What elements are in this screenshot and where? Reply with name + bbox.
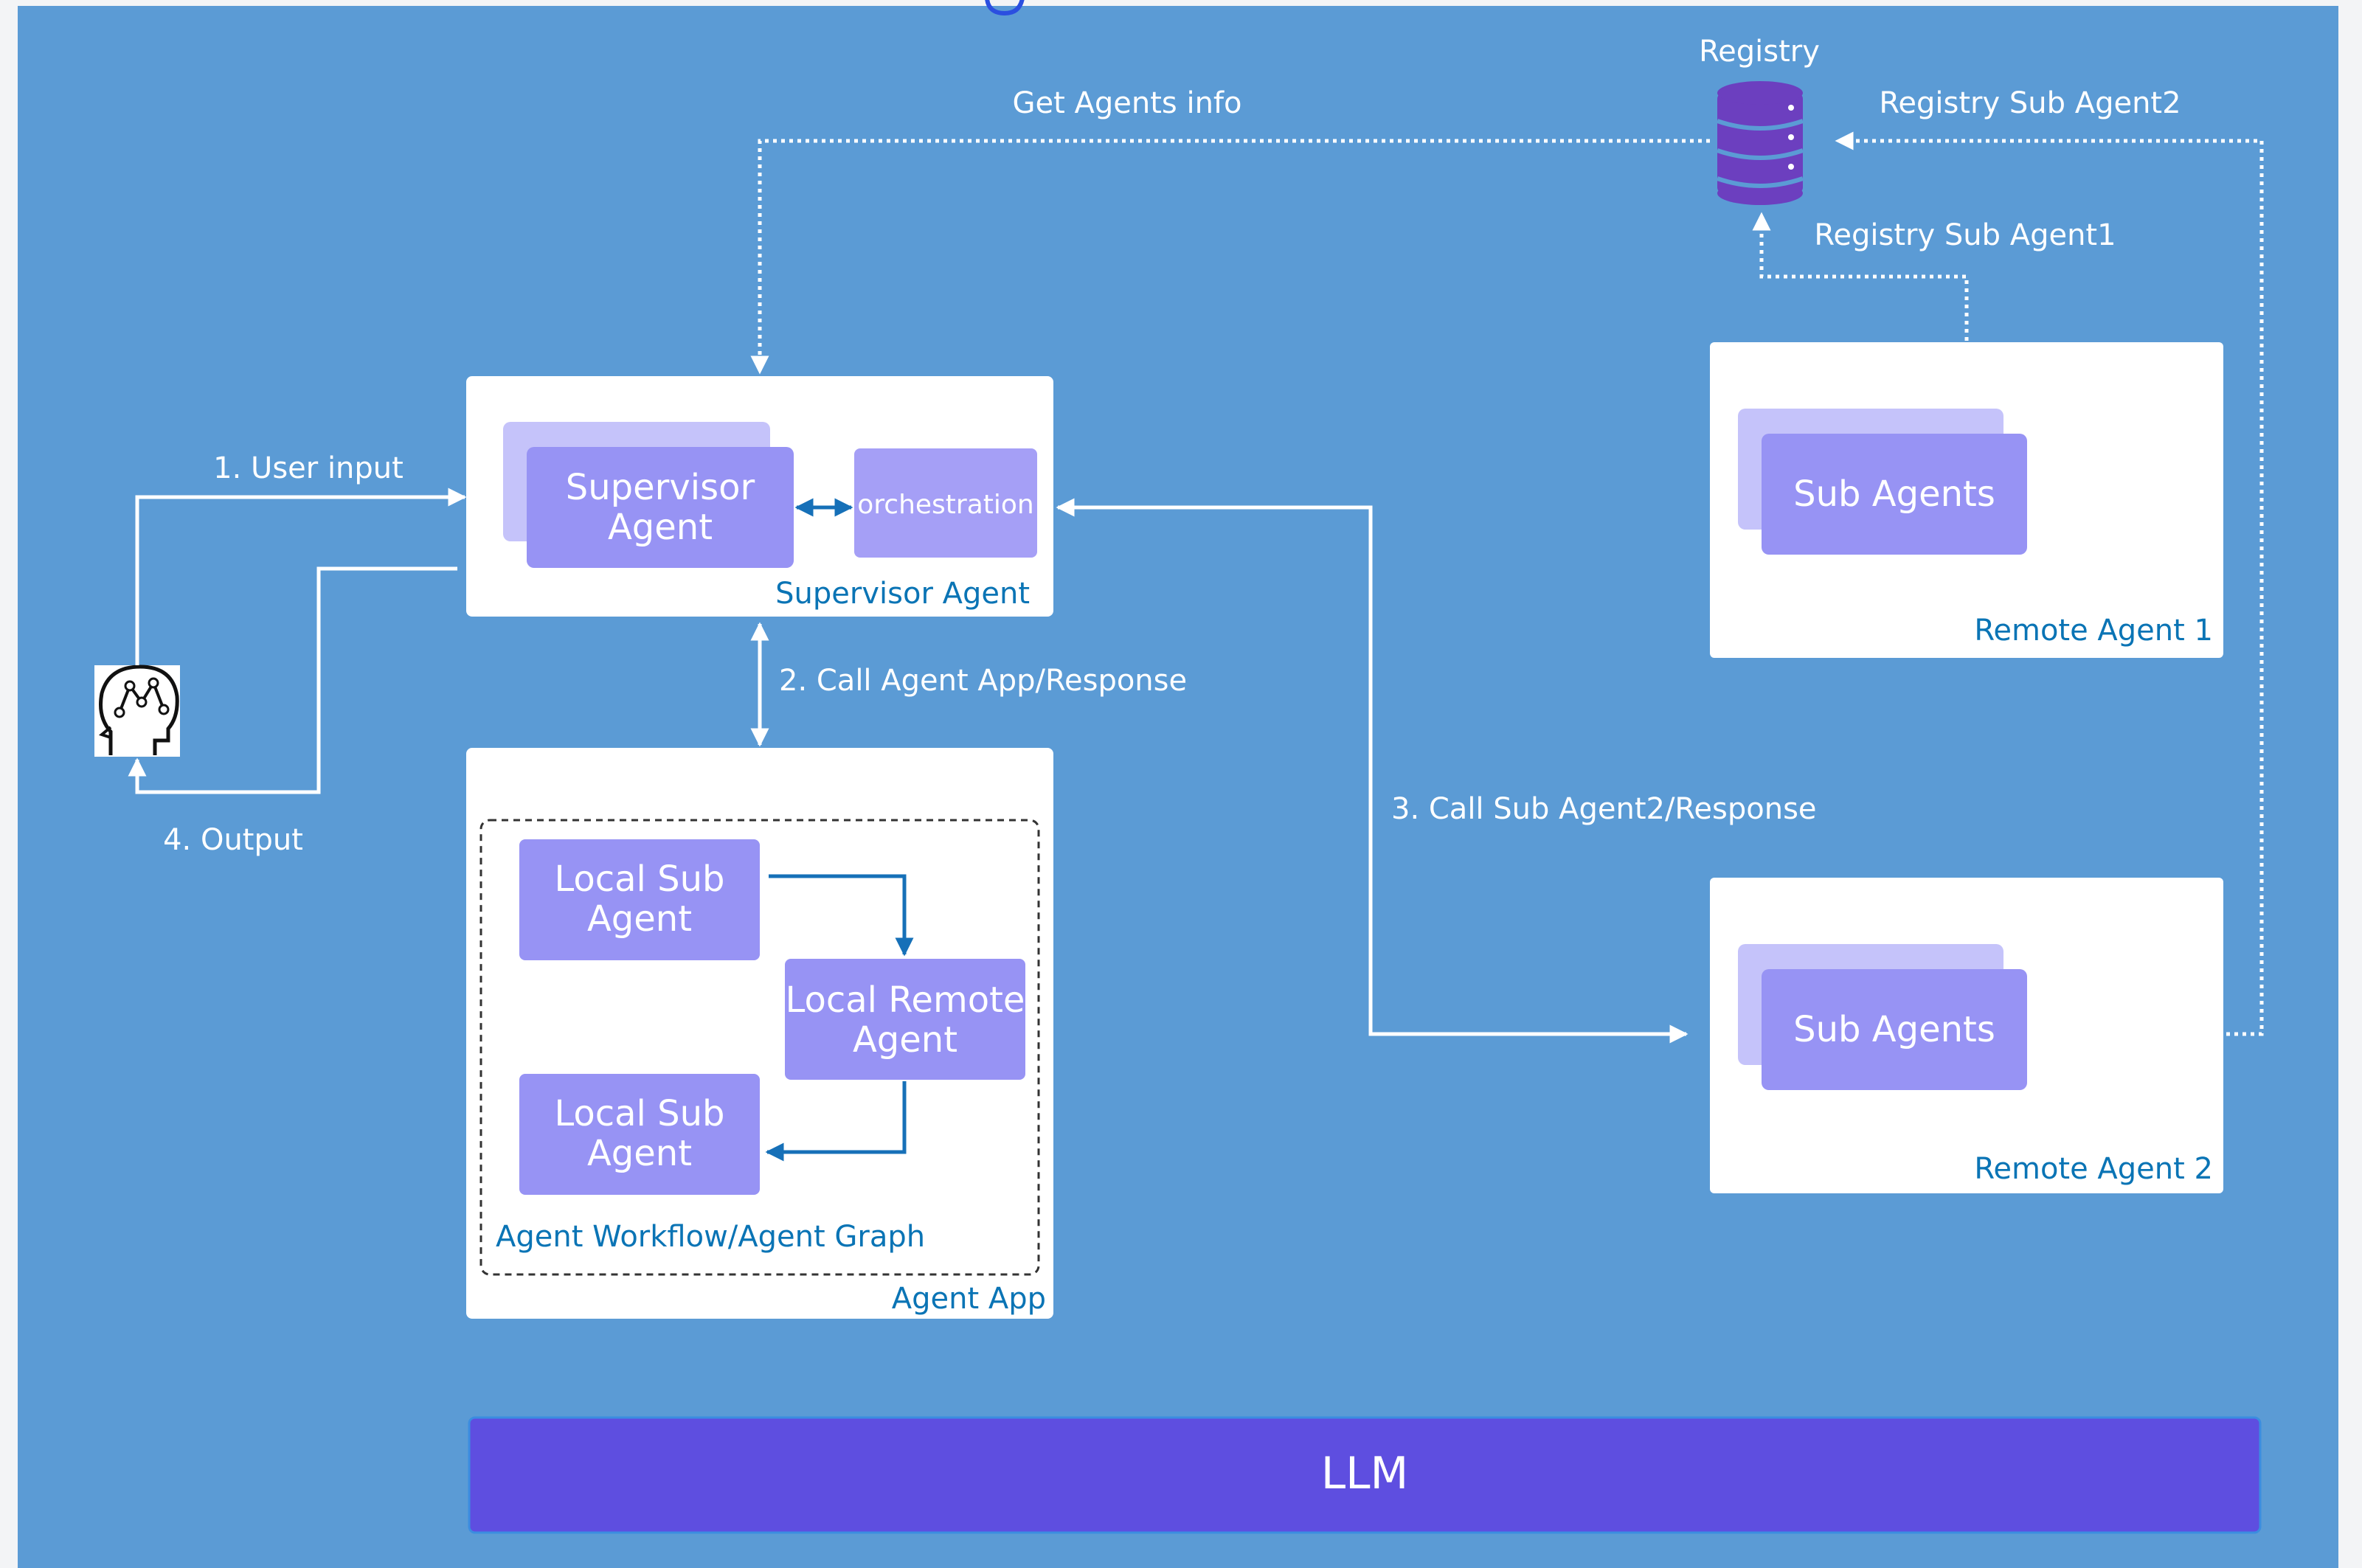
supervisor-agent-box-line2: Agent: [608, 507, 713, 548]
agent-workflow-caption: Agent Workflow/Agent Graph: [496, 1220, 925, 1254]
orchestration-label: orchestration: [857, 490, 1033, 520]
remote-agent-1-caption: Remote Agent 1: [1974, 614, 2213, 648]
supervisor-agent-caption: Supervisor Agent: [775, 577, 1030, 611]
user-input-label: 1. User input: [213, 451, 404, 485]
remote-agent-1-sub-agents[interactable]: [1762, 434, 2027, 555]
local-sub-agent-top[interactable]: [519, 839, 760, 960]
agent-app-caption: Agent App: [892, 1282, 1046, 1316]
agent-workflow-group: [479, 819, 1040, 1276]
get-agents-info-connector: [750, 139, 1710, 375]
local-sub-agent-bottom[interactable]: [519, 1074, 760, 1195]
registry-sub-agent1-connector: [1752, 212, 1969, 341]
call-sub-agent2-connector: [1056, 498, 1689, 1044]
output-label: 4. Output: [163, 823, 303, 857]
remote-agent-2-sub-agents-label: Sub Agents: [1793, 1009, 1995, 1050]
user-input-connector: [135, 488, 467, 665]
remote-agent-2-sub-agents[interactable]: [1762, 969, 2027, 1090]
orchestration-box[interactable]: [854, 448, 1037, 558]
local-remote-agent-line2: Agent: [853, 1019, 957, 1061]
local-sub-agent-top-line1: Local Sub: [554, 858, 724, 900]
registry-sub-agent2-label: Registry Sub Agent2: [1879, 86, 2181, 120]
workflow-edge-remote-to-sub: [765, 1081, 907, 1162]
get-agents-info-label: Get Agents info: [1013, 86, 1242, 120]
supervisor-agent-box[interactable]: [527, 447, 794, 568]
call-sub-agent2-label: 3. Call Sub Agent2/Response: [1391, 792, 1817, 826]
local-sub-agent-bottom-line1: Local Sub: [554, 1093, 724, 1134]
local-sub-agent-bottom-line2: Agent: [587, 1133, 692, 1174]
llm-bar[interactable]: [468, 1416, 2262, 1534]
supervisor-agent-box-line1: Supervisor: [566, 467, 755, 508]
registry-sub-agent2-connector: [1835, 131, 2264, 1036]
human-head-ai-icon: [94, 665, 180, 757]
registry-label: Registry: [1699, 35, 1820, 69]
registry-sub-agent1-label: Registry Sub Agent1: [1814, 218, 2116, 252]
call-agent-app-label: 2. Call Agent App/Response: [779, 664, 1187, 698]
local-remote-agent-line1: Local Remote: [786, 979, 1025, 1021]
local-sub-agent-top-line2: Agent: [587, 898, 692, 940]
database-icon: [1717, 81, 1804, 205]
workflow-edge-sub-to-remote: [769, 874, 914, 957]
llm-label: LLM: [1321, 1448, 1409, 1499]
local-remote-agent[interactable]: [785, 959, 1025, 1080]
cropped-glyph-top: [985, 0, 1025, 16]
remote-agent-1-sub-agents-label: Sub Agents: [1793, 473, 1995, 515]
remote-agent-2-caption: Remote Agent 2: [1974, 1152, 2213, 1186]
output-connector: [128, 566, 457, 794]
